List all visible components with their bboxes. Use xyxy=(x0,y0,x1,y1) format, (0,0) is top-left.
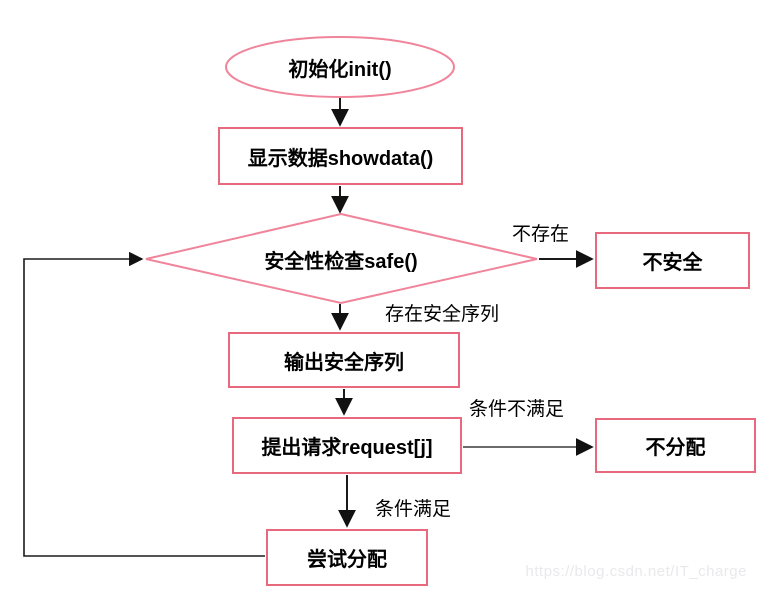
node-try-allocate-label: 尝试分配 xyxy=(307,549,387,571)
loop-back-connector xyxy=(23,251,265,557)
edge-label-condition-met: 条件满足 xyxy=(375,499,452,520)
node-safe-check: 安全性检查safe() xyxy=(196,243,486,275)
node-init: 初始化init() xyxy=(226,37,454,97)
node-unsafe: 不安全 xyxy=(595,232,750,289)
node-request: 提出请求request[j] xyxy=(232,417,462,474)
node-output-sequence-label: 输出安全序列 xyxy=(284,351,404,374)
edge-label-condition-not-met: 条件不满足 xyxy=(469,399,565,420)
node-init-label: 初始化init() xyxy=(288,58,392,81)
node-no-allocate: 不分配 xyxy=(595,418,756,473)
node-unsafe-label: 不安全 xyxy=(642,252,703,274)
node-no-allocate-label: 不分配 xyxy=(645,437,706,459)
safe-check-diamond-shape xyxy=(145,212,538,305)
init-ellipse-shape xyxy=(225,36,455,98)
node-try-allocate: 尝试分配 xyxy=(266,529,428,586)
node-showdata: 显示数据showdata() xyxy=(218,127,463,185)
node-showdata-label: 显示数据showdata() xyxy=(247,147,434,170)
edge-label-not-exist: 不存在 xyxy=(512,224,570,245)
edge-label-exist-safe-sequence: 存在安全序列 xyxy=(385,304,500,325)
node-output-sequence: 输出安全序列 xyxy=(228,332,460,388)
csdn-watermark: https://blog.csdn.net/IT_charge xyxy=(525,563,747,580)
node-request-label: 提出请求request[j] xyxy=(261,437,433,459)
node-safe-check-label: 安全性检查safe() xyxy=(264,250,418,273)
